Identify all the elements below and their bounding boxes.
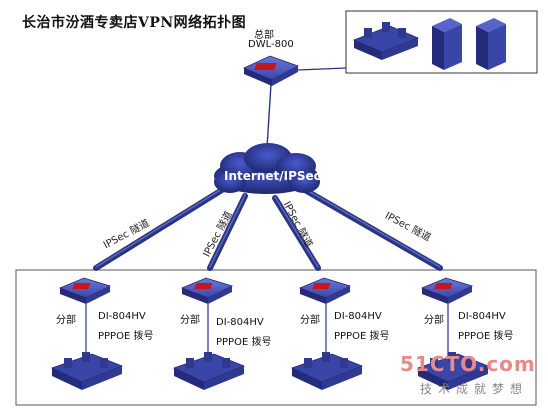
branch-4-dial: PPPOE 拨号 — [458, 331, 514, 342]
branch-router-2-icon — [180, 277, 234, 304]
hq-lan-link — [297, 67, 347, 71]
hq-workstations-icon — [352, 22, 420, 60]
diagram-title: 长治市汾酒专卖店VPN网络拓扑图 — [22, 15, 247, 31]
branch-lan-4-icon — [416, 352, 490, 390]
branch-2-label: 分部 — [180, 315, 200, 326]
branch-1-device: DI-804HV — [98, 311, 146, 322]
branch-lan-links — [85, 304, 449, 356]
branch-router-1-icon — [58, 277, 112, 304]
branch-2-dial: PPPOE 拨号 — [216, 337, 272, 348]
branch-3-device: DI-804HV — [334, 311, 382, 322]
hq-label: 总部 — [254, 30, 274, 41]
branch-lan-3-icon — [290, 352, 364, 390]
hq-router-icon — [243, 55, 299, 86]
branch-router-4-icon — [420, 277, 474, 304]
internet-cloud — [214, 143, 320, 194]
hq-server-2-icon — [476, 18, 506, 70]
cloud-label: Internet/IPSec — [224, 169, 321, 183]
hq-device-label: DWL-800 — [248, 39, 294, 50]
tunnel-1 — [93, 187, 225, 271]
hq-server-1-icon — [432, 18, 462, 70]
tunnel-4 — [302, 187, 443, 271]
branch-3-dial: PPPOE 拨号 — [334, 331, 390, 342]
branch-lan-1-icon — [50, 352, 124, 390]
branch-4-device: DI-804HV — [458, 311, 506, 322]
branch-4-label: 分部 — [424, 315, 444, 326]
branch-2-device: DI-804HV — [216, 317, 264, 328]
hq-cloud-link — [266, 83, 272, 149]
branch-1-label: 分部 — [56, 315, 76, 326]
branch-3-label: 分部 — [300, 315, 320, 326]
watermark-site: 51CTO.com — [400, 352, 536, 376]
branch-1-dial: PPPOE 拨号 — [98, 331, 154, 342]
branch-lan-2-icon — [172, 352, 246, 390]
watermark-slogan: 技术成就梦想 — [420, 382, 529, 396]
branch-router-3-icon — [298, 277, 352, 304]
